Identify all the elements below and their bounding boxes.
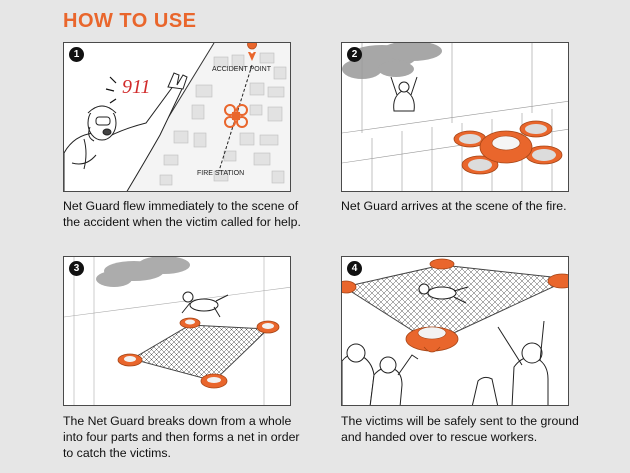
step-4-number-badge: 4	[347, 261, 362, 276]
map-label-accident-point: ACCIDENT POINT	[212, 66, 272, 73]
step-4-scene	[342, 258, 568, 405]
step-4-caption: The victims will be safely sent to the g…	[341, 414, 579, 444]
step-2-caption: Net Guard arrives at the scene of the fi…	[341, 199, 567, 213]
step-1-scene: ACCIDENT POINT FIRE STATION 911	[64, 43, 290, 191]
step-3-illustration: 3	[63, 256, 291, 406]
phone-call-number: 911	[122, 76, 151, 98]
step-2-illustration: 2	[341, 42, 569, 192]
step-3-caption: The Net Guard breaks down from a whole i…	[63, 414, 300, 460]
step-1-caption: Net Guard flew immediately to the scene …	[63, 199, 301, 229]
step-1-number-badge: 1	[69, 47, 84, 62]
map-label-fire-station: FIRE STATION	[197, 170, 244, 177]
step-2-number-badge: 2	[347, 47, 362, 62]
step-1-illustration: 1 ACCIDENT POINT	[63, 42, 291, 192]
step-2-scene	[342, 43, 568, 191]
step-3-number-badge: 3	[69, 261, 84, 276]
step-3-scene	[64, 257, 290, 405]
page-title: HOW TO USE	[63, 10, 197, 32]
step-4-illustration: 4	[341, 256, 569, 406]
